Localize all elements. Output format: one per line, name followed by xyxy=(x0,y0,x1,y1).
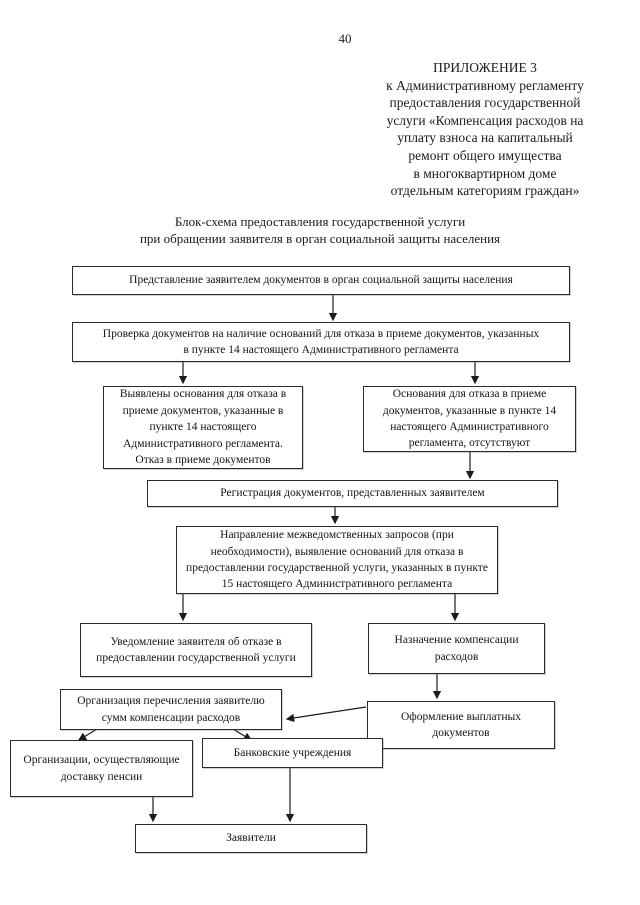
flow-box-transfer-organization: Организация перечисления заявителю сумм … xyxy=(60,689,282,730)
appendix-line: к Административному регламенту xyxy=(386,77,584,93)
flow-box-payment-documents: Оформление выплатных документов xyxy=(367,701,555,749)
flow-box-refusal-grounds-found: Выявлены основания для отказа в приеме д… xyxy=(103,386,303,469)
appendix-line: отдельным категориям граждан» xyxy=(390,183,580,199)
flow-box-check-documents: Проверка документов на наличие оснований… xyxy=(72,322,570,362)
appendix-line: предоставления государственной xyxy=(389,95,581,111)
flow-box-no-refusal-grounds: Основания для отказа в приеме документов… xyxy=(363,386,576,452)
flowchart-title-line: при обращении заявителя в орган социальн… xyxy=(139,230,501,246)
appendix-line: ремонт общего имущества xyxy=(408,147,562,163)
appendix-heading: ПРИЛОЖЕНИЕ 3 к Административному регламе… xyxy=(345,59,625,200)
flowchart-title: Блок-схема предоставления государственно… xyxy=(40,214,600,247)
flow-box-assign-compensation: Назначение компенсации расходов xyxy=(368,623,545,674)
appendix-line: ПРИЛОЖЕНИЕ 3 xyxy=(433,60,537,75)
flowchart-title-line: Блок-схема предоставления государственно… xyxy=(174,214,466,229)
flow-box-refusal-notification: Уведомление заявителя об отказе в предос… xyxy=(80,623,312,677)
appendix-line: в многоквартирном доме xyxy=(413,165,557,181)
appendix-line: уплату взноса на капитальный xyxy=(397,130,573,146)
flow-box-submission: Представление заявителем документов в ор… xyxy=(72,266,570,295)
flow-box-pension-delivery-organizations: Организации, осуществляющие доставку пен… xyxy=(10,740,193,797)
page-number: 40 xyxy=(338,31,352,46)
appendix-line: услуги «Компенсация расходов на xyxy=(386,112,584,128)
flow-box-registration: Регистрация документов, представленных з… xyxy=(147,480,558,507)
flow-box-applicants: Заявители xyxy=(135,824,367,853)
flow-box-interagency-requests: Направление межведомственных запросов (п… xyxy=(176,526,498,594)
flow-box-banks: Банковские учреждения xyxy=(202,738,383,768)
